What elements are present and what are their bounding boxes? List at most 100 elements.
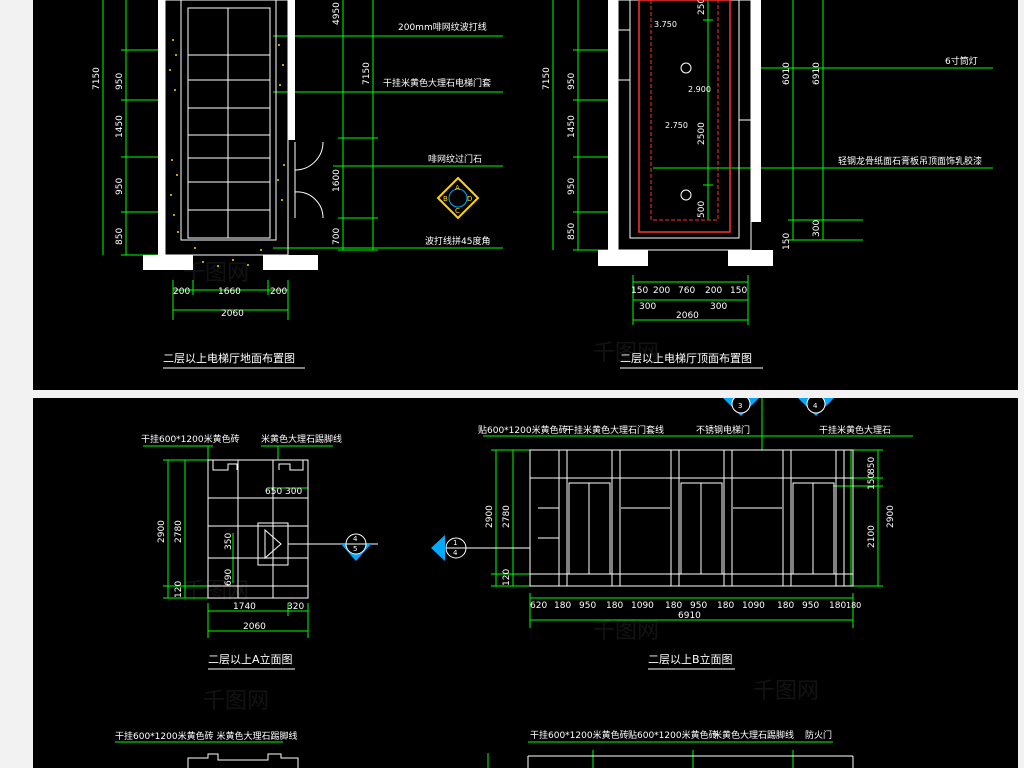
elev-b-dim: 180 bbox=[606, 601, 623, 611]
elevation-a-title: 二层以上A立面图 bbox=[208, 652, 293, 666]
floor-plan-marble-hatch bbox=[169, 39, 285, 267]
elev-a-dim-1740: 1740 bbox=[233, 602, 256, 612]
ceiling-dim-150-a: 150 bbox=[631, 286, 648, 296]
partial-right-callout-skirting: 米黄色大理石踢脚线 bbox=[713, 729, 794, 741]
level-3750: 3.750 bbox=[654, 20, 677, 29]
elev-b-dim: 620 bbox=[530, 601, 547, 611]
symbol-letter-d: D bbox=[467, 195, 472, 203]
level-2900: 2.900 bbox=[688, 85, 711, 94]
elev-b-dim-2100: 2100 bbox=[867, 525, 877, 548]
elev-b-dim: 950 bbox=[579, 601, 596, 611]
ceiling-dim-150-b: 150 bbox=[730, 286, 747, 296]
floor-plan-walls bbox=[143, 0, 318, 270]
level-2750: 2.750 bbox=[665, 121, 688, 130]
dim-950-top: 950 bbox=[115, 73, 125, 90]
floor-plan-title: 二层以上电梯厅地面布置图 bbox=[163, 352, 295, 365]
elevation-a: 4 5 干挂600*1200米黄色砖 米黄色大理石踢脚线 2900 2780 1… bbox=[141, 433, 378, 670]
callout-border-line: 200mm啡网纹波打线 bbox=[398, 21, 487, 33]
elev-b-dim: 180 bbox=[717, 601, 734, 611]
dim-150: 150 bbox=[782, 233, 792, 250]
section-marker-b-top-4: 4 bbox=[798, 398, 834, 416]
elev-b-dim-850: 850 bbox=[867, 457, 877, 474]
top-drawing-canvas: A B C D 7150 950 1450 950 850 4950 7150 … bbox=[92, 0, 993, 369]
elev-b-dim: 180 bbox=[554, 601, 571, 611]
dim-250: 250 bbox=[697, 0, 707, 15]
ceiling-dim-1450: 1450 bbox=[567, 115, 577, 138]
callout-threshold-stone: 啡网纹过门石 bbox=[428, 153, 482, 165]
ceiling-dim-300-a: 300 bbox=[639, 302, 656, 312]
partial-right-callout-firedoor: 防火门 bbox=[805, 729, 832, 741]
callout-downlight: 6寸筒灯 bbox=[945, 55, 978, 67]
ceiling-inner-frame bbox=[650, 0, 719, 221]
callout-door-frame: 干挂米黄色大理石电梯门套 bbox=[383, 77, 491, 89]
ceiling-plan-walls bbox=[598, 0, 773, 266]
ceiling-dim-200-a: 200 bbox=[653, 286, 670, 296]
elev-b-dim-2900-left: 2900 bbox=[485, 505, 495, 528]
dim-300: 300 bbox=[812, 220, 822, 237]
dim-700: 700 bbox=[332, 228, 342, 245]
marker-number-top: 3 bbox=[738, 402, 742, 410]
elev-b-dim: 180 bbox=[777, 601, 794, 611]
elevation-b: 1 4 3 4 贴600*1200米黄色砖 干挂米黄色大理石门套线 不锈钢电梯门… bbox=[431, 398, 913, 670]
watermark: 千图网 bbox=[203, 689, 269, 714]
dim-500: 500 bbox=[697, 201, 707, 218]
elev-b-dim: 1090 bbox=[742, 601, 765, 611]
marker-number-top: 4 bbox=[353, 535, 358, 543]
elev-a-dim-690: 690 bbox=[224, 569, 234, 586]
dim-200-right: 200 bbox=[270, 287, 287, 297]
callout-skirting: 米黄色大理石踢脚线 bbox=[261, 433, 342, 445]
top-drawing-panel: A B C D 7150 950 1450 950 850 4950 7150 … bbox=[33, 0, 1018, 390]
dim-total-height: 7150 bbox=[92, 67, 102, 90]
callout-dry-marble: 干挂米黄色大理石 bbox=[819, 424, 891, 436]
ceiling-dim-850: 850 bbox=[567, 223, 577, 240]
dim-1450: 1450 bbox=[115, 115, 125, 138]
dim-6910: 6910 bbox=[812, 62, 822, 85]
floor-plan-outline bbox=[164, 0, 324, 256]
marker-number-top: 1 bbox=[453, 539, 457, 547]
dim-7150-right: 7150 bbox=[362, 62, 372, 85]
dim-950-bottom: 950 bbox=[115, 178, 125, 195]
ceiling-red-frame bbox=[638, 0, 731, 233]
symbol-letter-b: B bbox=[443, 195, 448, 203]
elev-b-dim: 1090 bbox=[631, 601, 654, 611]
ceiling-plan-dimension-lines bbox=[552, 0, 993, 325]
elev-a-dim-300: 300 bbox=[285, 487, 302, 497]
elev-a-dim-120: 120 bbox=[174, 581, 184, 598]
elevation-a-dimension-lines bbox=[143, 445, 333, 638]
ceiling-dim-total-width: 2060 bbox=[676, 311, 699, 321]
elev-b-dim: 180 bbox=[665, 601, 682, 611]
elevation-b-title: 二层以上B立面图 bbox=[648, 652, 733, 666]
ceiling-dim-200-b: 200 bbox=[705, 286, 722, 296]
elev-a-dim-total: 2060 bbox=[243, 622, 266, 632]
section-marker-a: 4 5 bbox=[341, 533, 371, 561]
partial-elevations: 干挂600*1200米黄色砖 米黄色大理石踢脚线 干挂600*1200米黄色砖 … bbox=[115, 729, 854, 768]
elev-b-dim: 180 bbox=[846, 601, 861, 610]
callout-border-angle: 波打线拼45度角 bbox=[425, 235, 490, 247]
marker-number-top: 4 bbox=[813, 402, 818, 410]
elev-a-dim-650: 650 bbox=[265, 487, 282, 497]
section-marker-b-left: 1 4 bbox=[431, 535, 467, 561]
elev-a-dim-320: 320 bbox=[287, 602, 304, 612]
callout-gypsum-ceiling: 轻钢龙骨纸面石膏板吊顶面饰乳胶漆 bbox=[838, 155, 982, 167]
section-marker-b-top-3: 3 bbox=[723, 398, 759, 416]
watermark: 千图网 bbox=[183, 579, 249, 604]
elevation-b-bottom-dims: 620 180 950 180 1090 180 950 180 1090 18… bbox=[530, 601, 861, 621]
watermark: 千图网 bbox=[593, 341, 659, 366]
partial-left-callouts: 干挂600*1200米黄色砖 米黄色大理石踢脚线 bbox=[115, 730, 297, 742]
elev-a-dim-350: 350 bbox=[224, 533, 234, 550]
marker-number-bottom: 5 bbox=[353, 545, 357, 553]
dim-1660: 1660 bbox=[218, 287, 241, 297]
bottom-drawing-panel: 4 5 干挂600*1200米黄色砖 米黄色大理石踢脚线 2900 2780 1… bbox=[33, 398, 1018, 768]
ceiling-dim-300-b: 300 bbox=[710, 302, 727, 312]
elev-b-dim-2780: 2780 bbox=[502, 505, 512, 528]
bottom-drawing-canvas: 4 5 干挂600*1200米黄色砖 米黄色大理石踢脚线 2900 2780 1… bbox=[115, 398, 913, 768]
marker-number-bottom: 4 bbox=[453, 549, 458, 557]
callout-marble-trim: 干挂米黄色大理石门套线 bbox=[565, 424, 664, 436]
ceiling-dim-760: 760 bbox=[678, 286, 695, 296]
partial-right-callout-tile: 干挂600*1200米黄色砖 bbox=[530, 729, 629, 741]
elev-b-dim: 180 bbox=[829, 601, 846, 611]
dim-200-left: 200 bbox=[173, 287, 190, 297]
watermark: 千图网 bbox=[183, 261, 249, 286]
material-legend-symbol: A B C D bbox=[436, 176, 480, 220]
ceiling-dim-950-top: 950 bbox=[567, 73, 577, 90]
